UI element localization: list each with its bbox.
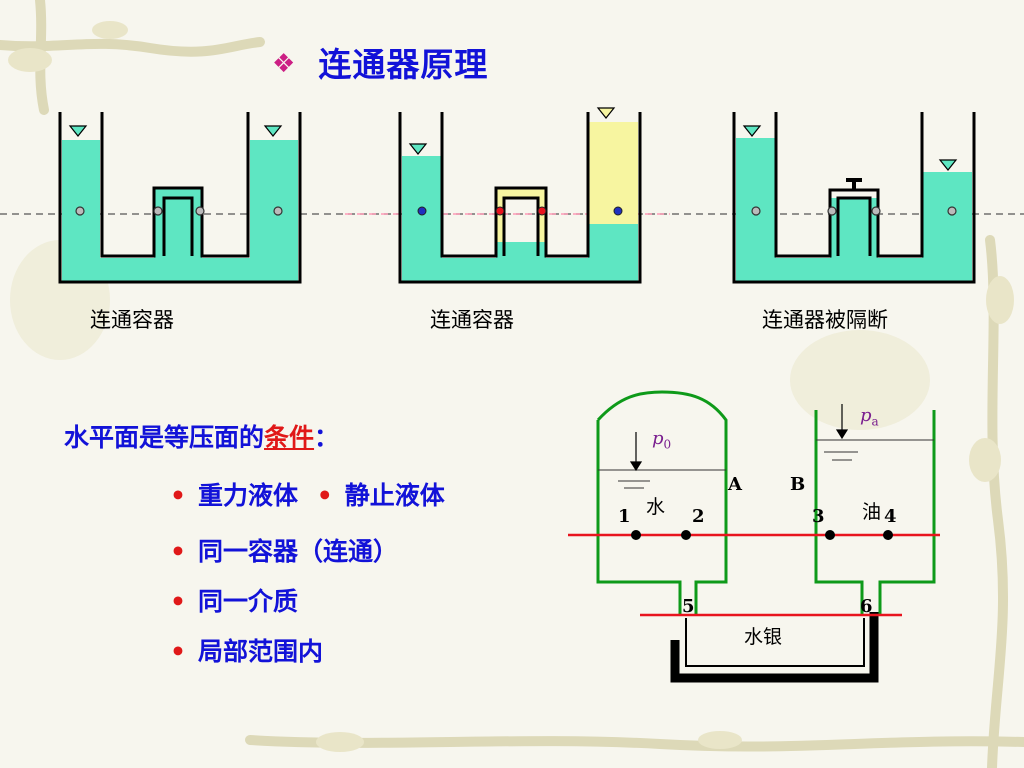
point-marker [417,206,427,216]
right-container [814,410,936,616]
bullet-icon: • [170,587,186,616]
bullet-icon: • [316,481,333,510]
point-marker [273,206,283,216]
vessel-2-oil-tube [496,188,546,242]
caption-vessel-1: 连通容器 [90,308,174,332]
point-label-1: 1 [618,506,631,527]
vessel-1-tube-water [164,198,192,258]
point-marker [495,206,505,216]
label-a: A [728,474,742,495]
bullet-icon: • [170,537,186,566]
vessel-3 [732,112,976,284]
diamond-bullet-icon: ❖ [272,49,297,79]
bullet-icon: • [170,637,186,666]
list-item: • 重力液体 • 静止液体 [170,476,445,512]
vessel-2-oil-right [588,122,638,224]
vessel-2 [398,107,642,284]
water-level-icon [263,125,283,137]
water-label: 水 [646,496,666,518]
caption-vessel-2: 连通容器 [430,308,514,332]
list-item: • 同一介质 [170,582,298,618]
point-label-6: 6 [860,596,873,617]
condition-suffix: ： [314,423,340,452]
list-item-text: 重力液体 [197,481,298,510]
vessel-1-walls [58,112,302,284]
point-marker [195,206,205,216]
left-container [596,390,728,616]
water-level-icon [68,125,88,137]
p0-label: p0 [652,428,672,452]
list-item-text: 局部范围内 [197,637,323,666]
condition-text: 水平面是等压面的 [64,423,265,452]
point-marker [751,206,761,216]
slide-title: ❖ 连通器原理 [272,38,488,86]
vessel-diagrams [0,107,1024,284]
point-marker [871,206,881,216]
vessel-1 [58,112,302,284]
point-marker [75,206,85,216]
pressure-arrow-icon [629,404,849,472]
point-label-2: 2 [692,506,705,527]
list-item-text: 同一介质 [197,587,298,616]
point-marker [613,206,623,216]
condition-heading: 水平面是等压面的条件： [64,418,339,454]
water-level-icon [938,159,958,171]
list-item: • 同一容器（连通） [170,532,398,568]
point-4 [883,530,893,540]
label-b: B [790,474,806,495]
mercury-tube [670,612,879,683]
point-label-4: 4 [884,506,897,527]
caption-vessel-3: 连通器被隔断 [762,308,888,332]
mercury-label: 水银 [744,626,783,648]
point-3 [825,530,835,540]
valve-icon [846,178,862,190]
point-2 [681,530,691,540]
oil-label: 油 [862,501,882,523]
title-text: 连通器原理 [318,45,489,84]
point-marker [827,206,837,216]
point-1 [631,530,641,540]
vessel-3-water [736,138,972,282]
water-level-icon [408,143,428,155]
point-marker [947,206,957,216]
point-marker [153,206,163,216]
pa-label: pa [860,405,879,429]
condition-highlight: 条件 [264,423,315,452]
oil-level-icon [596,107,616,119]
water-level-icon [742,125,762,137]
list-item-text: 同一容器（连通） [197,537,398,566]
point-label-3: 3 [812,506,825,527]
list-item: • 局部范围内 [170,632,323,668]
list-item-text: 静止液体 [344,481,445,510]
bullet-icon: • [170,481,186,510]
vessel-2-walls [398,112,642,284]
point-marker [537,206,547,216]
point-label-5: 5 [682,596,695,617]
vessel-2-water-left [402,156,638,282]
